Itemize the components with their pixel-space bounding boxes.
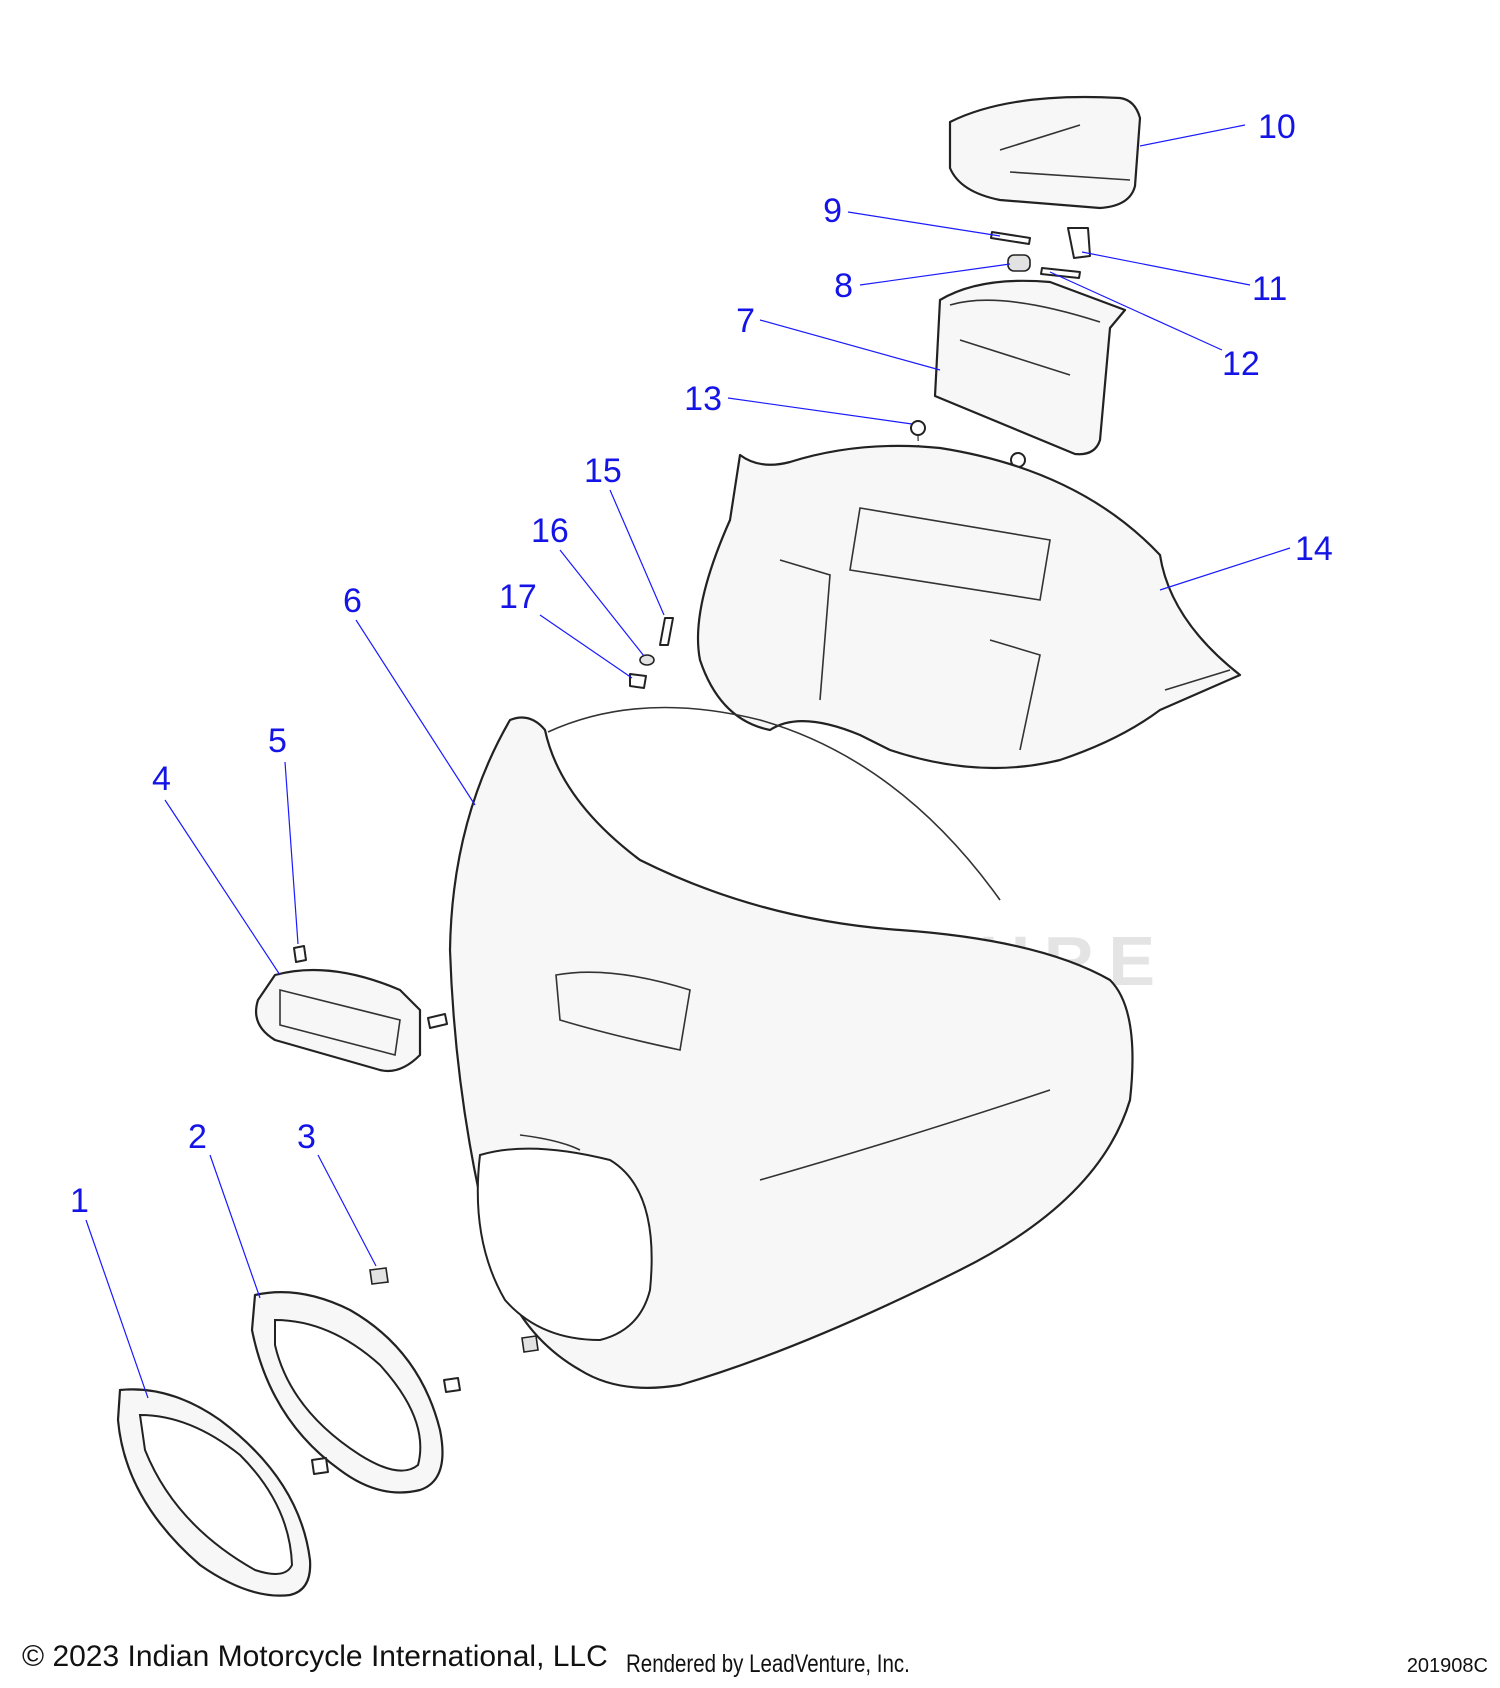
part-10-lid[interactable] [948,95,1142,210]
part-5-screw[interactable] [293,945,307,963]
part-11-latch[interactable] [1067,227,1091,259]
rendered-by-text: Rendered by LeadVenture, Inc. [626,1650,910,1678]
part-6-outer-fairing[interactable] [448,706,1134,1389]
leader-lines [85,124,1291,1399]
part-12-spring[interactable] [1040,267,1081,279]
callout-9[interactable]: 9 [823,192,842,230]
callout-12[interactable]: 12 [1222,345,1260,383]
part-14-inner-fairing[interactable] [696,444,1242,770]
part-9-pin[interactable] [990,231,1031,245]
part-1-headlight-ring[interactable] [116,1388,329,1597]
callout-17[interactable]: 17 [499,578,537,616]
callout-3[interactable]: 3 [297,1118,316,1156]
callout-13[interactable]: 13 [684,380,722,418]
callout-8[interactable]: 8 [834,267,853,305]
callout-10[interactable]: 10 [1258,108,1296,146]
callout-11[interactable]: 11 [1252,270,1287,308]
callout-16[interactable]: 16 [531,512,569,550]
part-8-bushing[interactable] [1007,254,1031,272]
callout-7[interactable]: 7 [736,302,755,340]
copyright-text: © 2023 Indian Motorcycle International, … [22,1640,608,1673]
callout-1[interactable]: 1 [70,1182,89,1220]
part-3-clip[interactable] [369,1267,539,1353]
part-17-clip[interactable] [629,673,647,689]
callout-labels: 10 9 11 8 12 7 13 14 15 16 17 6 5 4 3 2 … [70,108,1333,1220]
part-2-trim-bezel[interactable] [250,1291,461,1494]
callout-2[interactable]: 2 [188,1118,207,1156]
part-4-light-housing[interactable] [254,968,448,1073]
callout-5[interactable]: 5 [268,722,287,760]
part-7-storage-bin[interactable] [933,279,1127,456]
drawing-id: 201908C [1406,1655,1488,1677]
part-16-washer[interactable] [639,654,655,666]
callout-4[interactable]: 4 [152,760,171,798]
callout-6[interactable]: 6 [343,582,362,620]
callout-14[interactable]: 14 [1295,530,1333,568]
callout-15[interactable]: 15 [584,452,622,490]
part-15-bolt[interactable] [659,617,674,646]
